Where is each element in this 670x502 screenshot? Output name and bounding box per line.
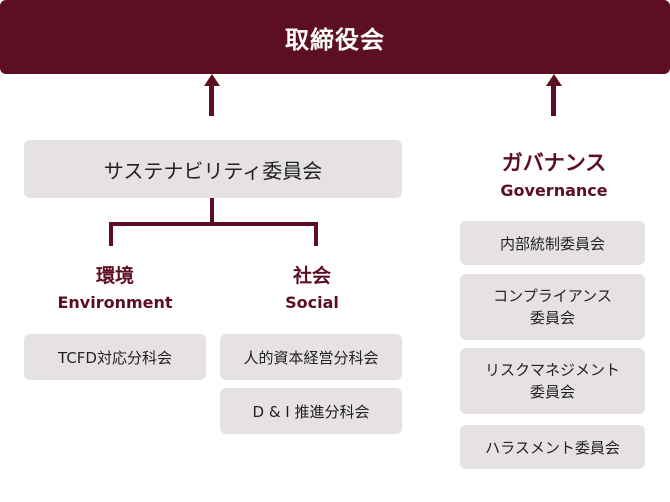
tree-right-drop	[314, 222, 318, 246]
compliance-committee-label-line1: コンプライアンス	[493, 287, 612, 305]
dei-subcommittee-box: D & I 推進分科会	[220, 388, 402, 434]
governance-heading: ガバナンス Governance	[454, 150, 654, 202]
social-heading: 社会 Social	[212, 264, 412, 314]
compliance-committee-label-line2: 委員会	[529, 309, 575, 327]
sustainability-committee-box: サステナビリティ委員会	[24, 140, 402, 198]
right-arrow-head-icon	[545, 74, 562, 86]
harassment-committee-box: ハラスメント委員会	[460, 425, 645, 469]
environment-en-label: Environment	[57, 293, 173, 312]
internal-control-committee-box: 内部統制委員会	[460, 221, 645, 265]
environment-heading: 環境 Environment	[15, 264, 215, 314]
dei-subcommittee-label: D & I 推進分科会	[252, 402, 370, 421]
harassment-committee-label: ハラスメント委員会	[485, 438, 620, 457]
social-en-label: Social	[285, 293, 339, 312]
environment-jp-label: 環境	[95, 265, 134, 287]
board-label: 取締役会	[285, 25, 385, 54]
governance-jp-label: ガバナンス	[501, 151, 607, 175]
tcfd-subcommittee-box: TCFD対応分科会	[24, 334, 206, 380]
sustainability-committee-label: サステナビリティ委員会	[103, 158, 323, 183]
risk-management-committee-label-line1: リスクマネジメント	[484, 361, 620, 379]
risk-management-committee-label-line2: 委員会	[529, 383, 575, 401]
governance-en-label: Governance	[500, 181, 608, 200]
board-of-directors-box: 取締役会	[0, 0, 670, 74]
tree-left-drop	[109, 222, 113, 246]
tree-horizontal-connector	[109, 222, 318, 226]
internal-control-committee-label: 内部統制委員会	[499, 234, 605, 253]
risk-management-committee-box: リスクマネジメント 委員会	[460, 348, 645, 414]
social-jp-label: 社会	[292, 265, 331, 287]
left-arrow-shaft	[209, 86, 214, 116]
human-capital-subcommittee-label: 人的資本経営分科会	[243, 348, 379, 367]
human-capital-subcommittee-box: 人的資本経営分科会	[220, 334, 402, 380]
compliance-committee-box: コンプライアンス 委員会	[460, 274, 645, 340]
tcfd-subcommittee-label: TCFD対応分科会	[58, 348, 172, 367]
right-arrow-shaft	[551, 86, 556, 116]
left-arrow-head-icon	[203, 74, 220, 86]
tree-vertical-connector	[210, 198, 214, 222]
